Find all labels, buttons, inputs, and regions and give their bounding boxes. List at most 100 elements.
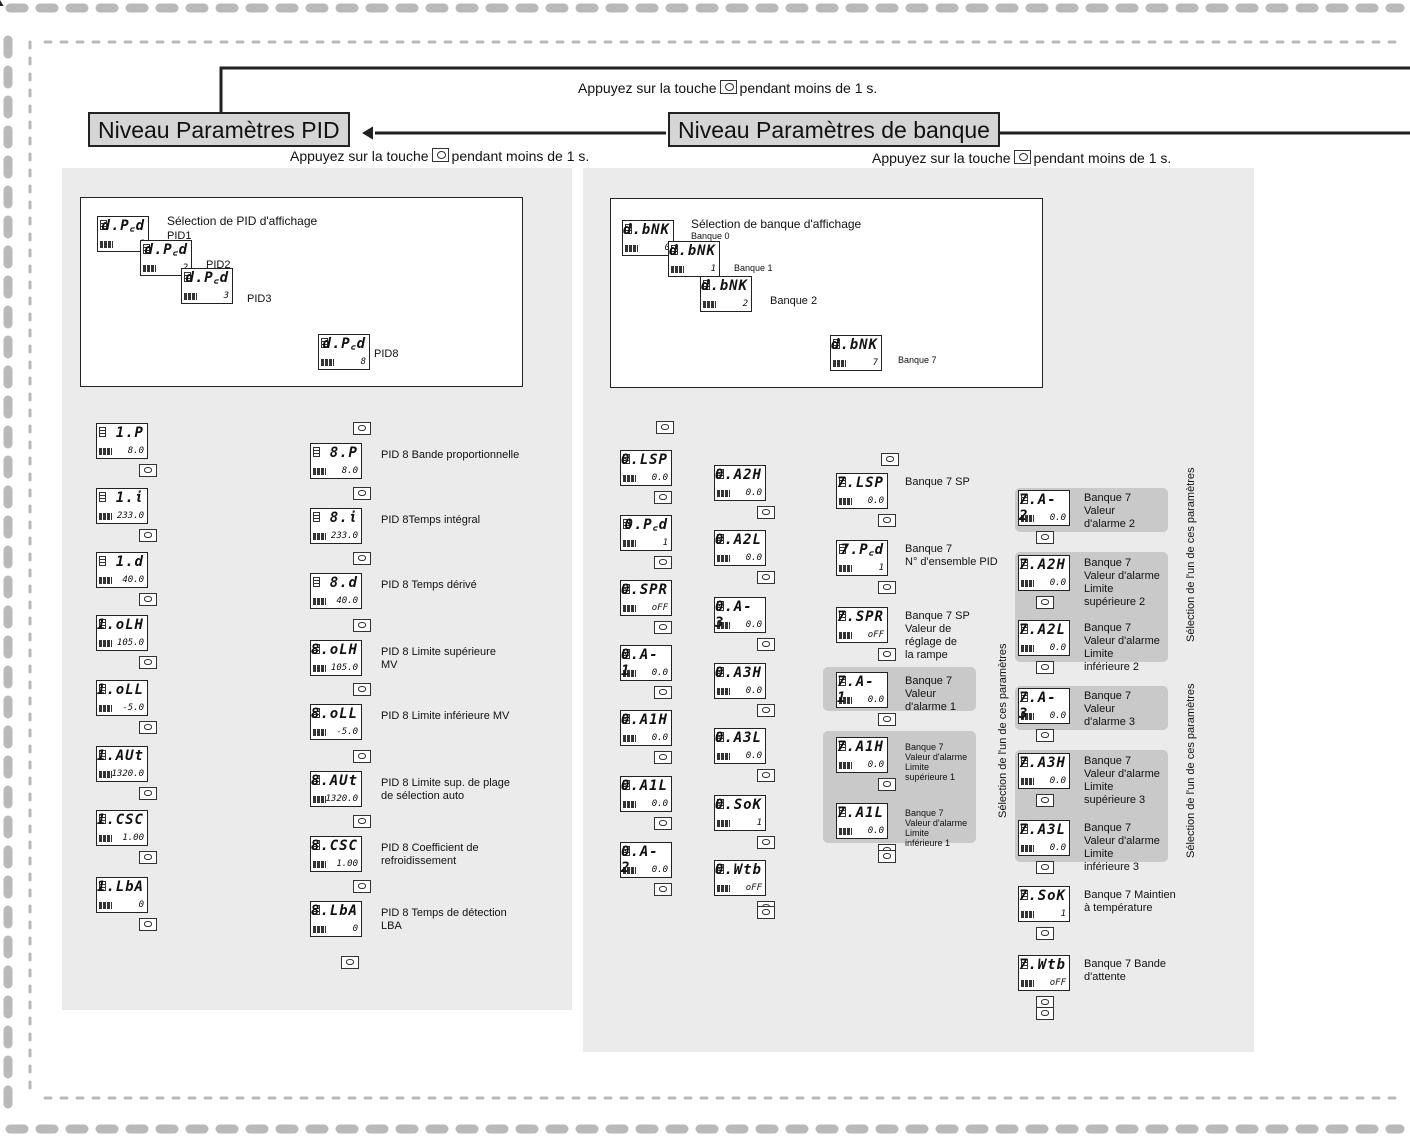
mode-key-icon[interactable] — [353, 880, 371, 893]
display-value: 40.0 — [122, 575, 144, 585]
keypad-icon — [703, 301, 716, 308]
mode-key-icon[interactable] — [1036, 729, 1054, 742]
keypad-icon — [100, 241, 113, 248]
mode-key-icon[interactable] — [757, 571, 775, 584]
display-value: 3 — [223, 291, 229, 301]
display-code: d.bNK — [622, 222, 670, 238]
mode-key-icon[interactable] — [654, 686, 672, 699]
keypad-icon — [623, 540, 636, 547]
indicator-icon — [313, 644, 320, 654]
display-code: 7.A-3 — [1019, 690, 1057, 722]
mode-key-icon[interactable] — [353, 815, 371, 828]
mode-key-icon[interactable] — [1036, 596, 1054, 609]
display-value: 8 — [360, 357, 366, 367]
mode-key-icon[interactable] — [139, 529, 157, 542]
mode-key-icon[interactable] — [139, 721, 157, 734]
display-value: 1320.0 — [111, 769, 144, 779]
mode-key-icon[interactable] — [654, 817, 672, 830]
mode-key-icon[interactable] — [1036, 861, 1054, 874]
mode-key-icon[interactable] — [353, 552, 371, 565]
display-value: 233.0 — [330, 531, 358, 541]
indicator-icon — [1021, 494, 1028, 504]
mode-key-icon[interactable] — [1036, 661, 1054, 674]
mode-key-icon[interactable] — [654, 556, 672, 569]
mode-key-icon[interactable] — [757, 906, 775, 919]
display-value: 1 — [878, 563, 884, 573]
mode-key-icon[interactable] — [656, 421, 674, 434]
display-value: 0.0 — [1049, 843, 1066, 853]
keypad-icon — [313, 729, 326, 736]
mode-key-icon[interactable] — [1036, 531, 1054, 544]
indicator-icon — [313, 708, 320, 718]
display-code: 7.A1L — [836, 805, 884, 821]
mode-key-icon[interactable] — [353, 422, 371, 435]
mode-key-icon[interactable] — [353, 683, 371, 696]
indicator-icon — [313, 905, 320, 915]
mode-key-icon[interactable] — [139, 464, 157, 477]
mode-key-icon[interactable] — [878, 778, 896, 791]
display-code: 0.A- 1 — [621, 647, 659, 679]
mode-key-icon[interactable] — [878, 713, 896, 726]
parameter-label: Banque 7 Valeur d'alarme Limite inférieu… — [1084, 622, 1160, 673]
display-code: 0.A1L — [620, 778, 668, 794]
display-value: 0.0 — [1049, 643, 1066, 653]
mode-key-icon[interactable] — [757, 836, 775, 849]
display-code: d.bNK — [668, 243, 716, 259]
mode-key-icon[interactable] — [139, 918, 157, 931]
mode-key-icon[interactable] — [139, 656, 157, 669]
mode-key-icon[interactable] — [654, 883, 672, 896]
display-code: 8.CSC — [310, 838, 358, 854]
mode-key-icon[interactable] — [757, 704, 775, 717]
display-code: 7.A2L — [1018, 622, 1066, 638]
indicator-icon — [313, 577, 320, 587]
mode-key-icon[interactable] — [353, 619, 371, 632]
display-code: 1.d — [115, 554, 144, 570]
mode-key-icon[interactable] — [1036, 1007, 1054, 1020]
mode-key-icon[interactable] — [654, 751, 672, 764]
indicator-icon — [833, 339, 840, 349]
loop-line-top — [219, 66, 1410, 112]
display-value: 1.00 — [122, 833, 144, 843]
caption-suffix: pendant moins de 1 s. — [1033, 150, 1172, 166]
indicator-icon — [625, 224, 632, 234]
mode-key-icon[interactable] — [353, 487, 371, 500]
indicator-icon — [1021, 692, 1028, 702]
mode-key-icon[interactable] — [1036, 927, 1054, 940]
indicator-icon — [623, 519, 630, 529]
mode-key-icon[interactable] — [878, 850, 896, 863]
keypad-icon — [99, 640, 112, 647]
mode-key-icon[interactable] — [1036, 794, 1054, 807]
display-value: 0.0 — [745, 751, 762, 761]
indicator-icon — [839, 611, 846, 621]
keypad-icon — [625, 245, 638, 252]
mode-key-icon[interactable] — [878, 581, 896, 594]
mode-key-icon[interactable] — [757, 506, 775, 519]
mode-key-icon[interactable] — [757, 769, 775, 782]
parameter-label: Banque 7 SP — [905, 476, 970, 488]
mode-key-icon[interactable] — [341, 956, 359, 969]
mode-key-icon[interactable] — [139, 593, 157, 606]
mode-key-icon[interactable] — [139, 851, 157, 864]
mode-key-icon[interactable] — [878, 648, 896, 661]
mode-key-icon[interactable] — [654, 491, 672, 504]
mode-key-icon[interactable] — [878, 514, 896, 527]
keypad-icon — [839, 762, 852, 769]
mode-key-icon[interactable] — [139, 787, 157, 800]
display-value: 1 — [662, 538, 668, 548]
mode-key-icon[interactable] — [654, 621, 672, 634]
mode-key-icon[interactable] — [757, 638, 775, 651]
bank-select-box — [610, 198, 1043, 388]
keypad-icon — [99, 513, 112, 520]
mode-key-icon[interactable] — [881, 453, 899, 466]
mode-key-icon[interactable] — [353, 750, 371, 763]
